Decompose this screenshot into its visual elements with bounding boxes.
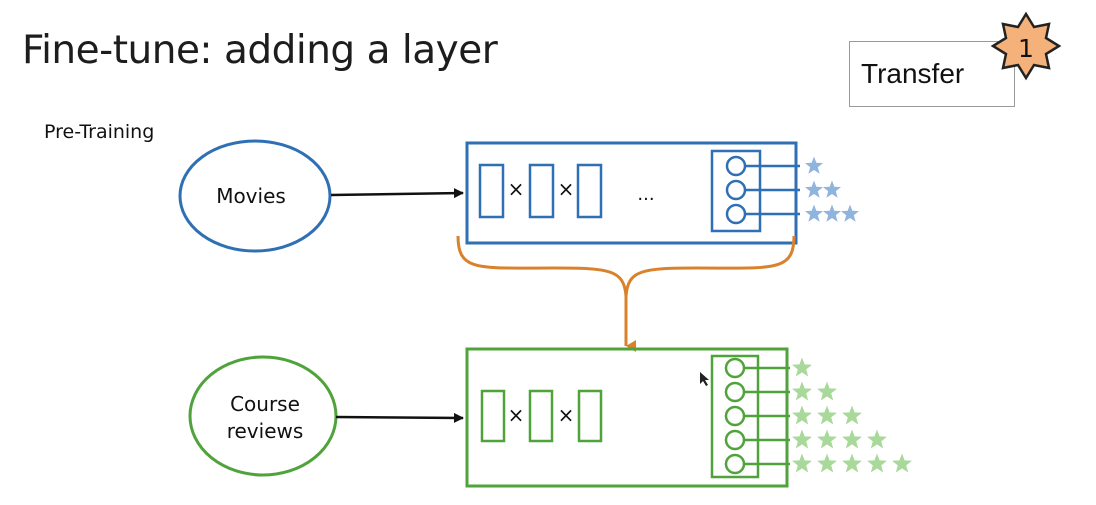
bottom-layer-1 (480, 389, 506, 443)
mouse-cursor-icon (700, 372, 709, 386)
bottom-multiply-2: × (558, 403, 575, 427)
bottom-rating-star-icon (792, 429, 812, 449)
top-rating-star-icon (805, 156, 823, 174)
reviews-label: reviews (227, 419, 304, 443)
bottom-rating-star-icon (867, 429, 887, 449)
top-layer-2 (528, 163, 555, 219)
top-rating-star-icon (823, 204, 841, 222)
transfer-bracket (456, 235, 796, 297)
course-label: Course (230, 392, 300, 416)
bottom-rating-star-icon (842, 429, 862, 449)
course-reviews-input-circle (188, 355, 338, 477)
top-rating-star-icon (805, 204, 823, 222)
movies-input-circle (178, 139, 332, 253)
badge-star-icon: 1 (990, 11, 1062, 81)
transfer-label: Transfer (861, 58, 965, 89)
bottom-rating-star-icon (792, 405, 812, 425)
top-multiply-2: × (558, 177, 575, 201)
bottom-output-node (724, 453, 746, 475)
bottom-output-node (724, 429, 746, 451)
bottom-layer-2 (528, 389, 554, 443)
transfer-box (849, 41, 1015, 107)
bottom-rating-star-icon (792, 453, 812, 473)
pretraining-label: Pre-Training (44, 121, 155, 143)
top-output-node (725, 155, 747, 177)
bottom-rating-star-icon (817, 453, 837, 473)
finetuned-model-box (465, 347, 789, 488)
badge-number: 1 (1018, 34, 1034, 63)
bottom-rating-star-icon (817, 381, 837, 401)
top-rating-star-icon (805, 180, 823, 198)
bottom-output-node (724, 405, 746, 427)
movies-label: Movies (216, 184, 286, 208)
reviews-to-model-arrow (335, 412, 464, 423)
bottom-rating-star-icon (867, 453, 887, 473)
bottom-rating-star-icon (842, 405, 862, 425)
bottom-output-node (724, 357, 746, 379)
bottom-rating-star-icon (892, 453, 912, 473)
movies-to-model-arrow (330, 188, 464, 199)
top-layer-3 (576, 163, 603, 219)
bottom-rating-star-icon (817, 429, 837, 449)
bottom-rating-star-icon (842, 453, 862, 473)
top-rating-star-icon (823, 180, 841, 198)
bottom-output-units (724, 357, 912, 475)
bottom-output-node (724, 381, 746, 403)
slide-title: Fine-tune: adding a layer (22, 28, 498, 73)
top-multiply-1: × (508, 177, 525, 201)
top-output-node (725, 203, 747, 225)
pretrained-model-box (465, 141, 798, 245)
top-ellipsis: ... (637, 184, 654, 205)
bottom-rating-star-icon (792, 357, 812, 377)
bottom-rating-star-icon (817, 405, 837, 425)
top-layer-1 (478, 163, 505, 219)
top-rating-star-icon (841, 204, 859, 222)
top-output-node (725, 179, 747, 201)
top-output-units (725, 155, 859, 225)
bottom-rating-star-icon (792, 381, 812, 401)
bottom-layer-3 (577, 389, 603, 443)
bottom-multiply-1: × (508, 403, 525, 427)
